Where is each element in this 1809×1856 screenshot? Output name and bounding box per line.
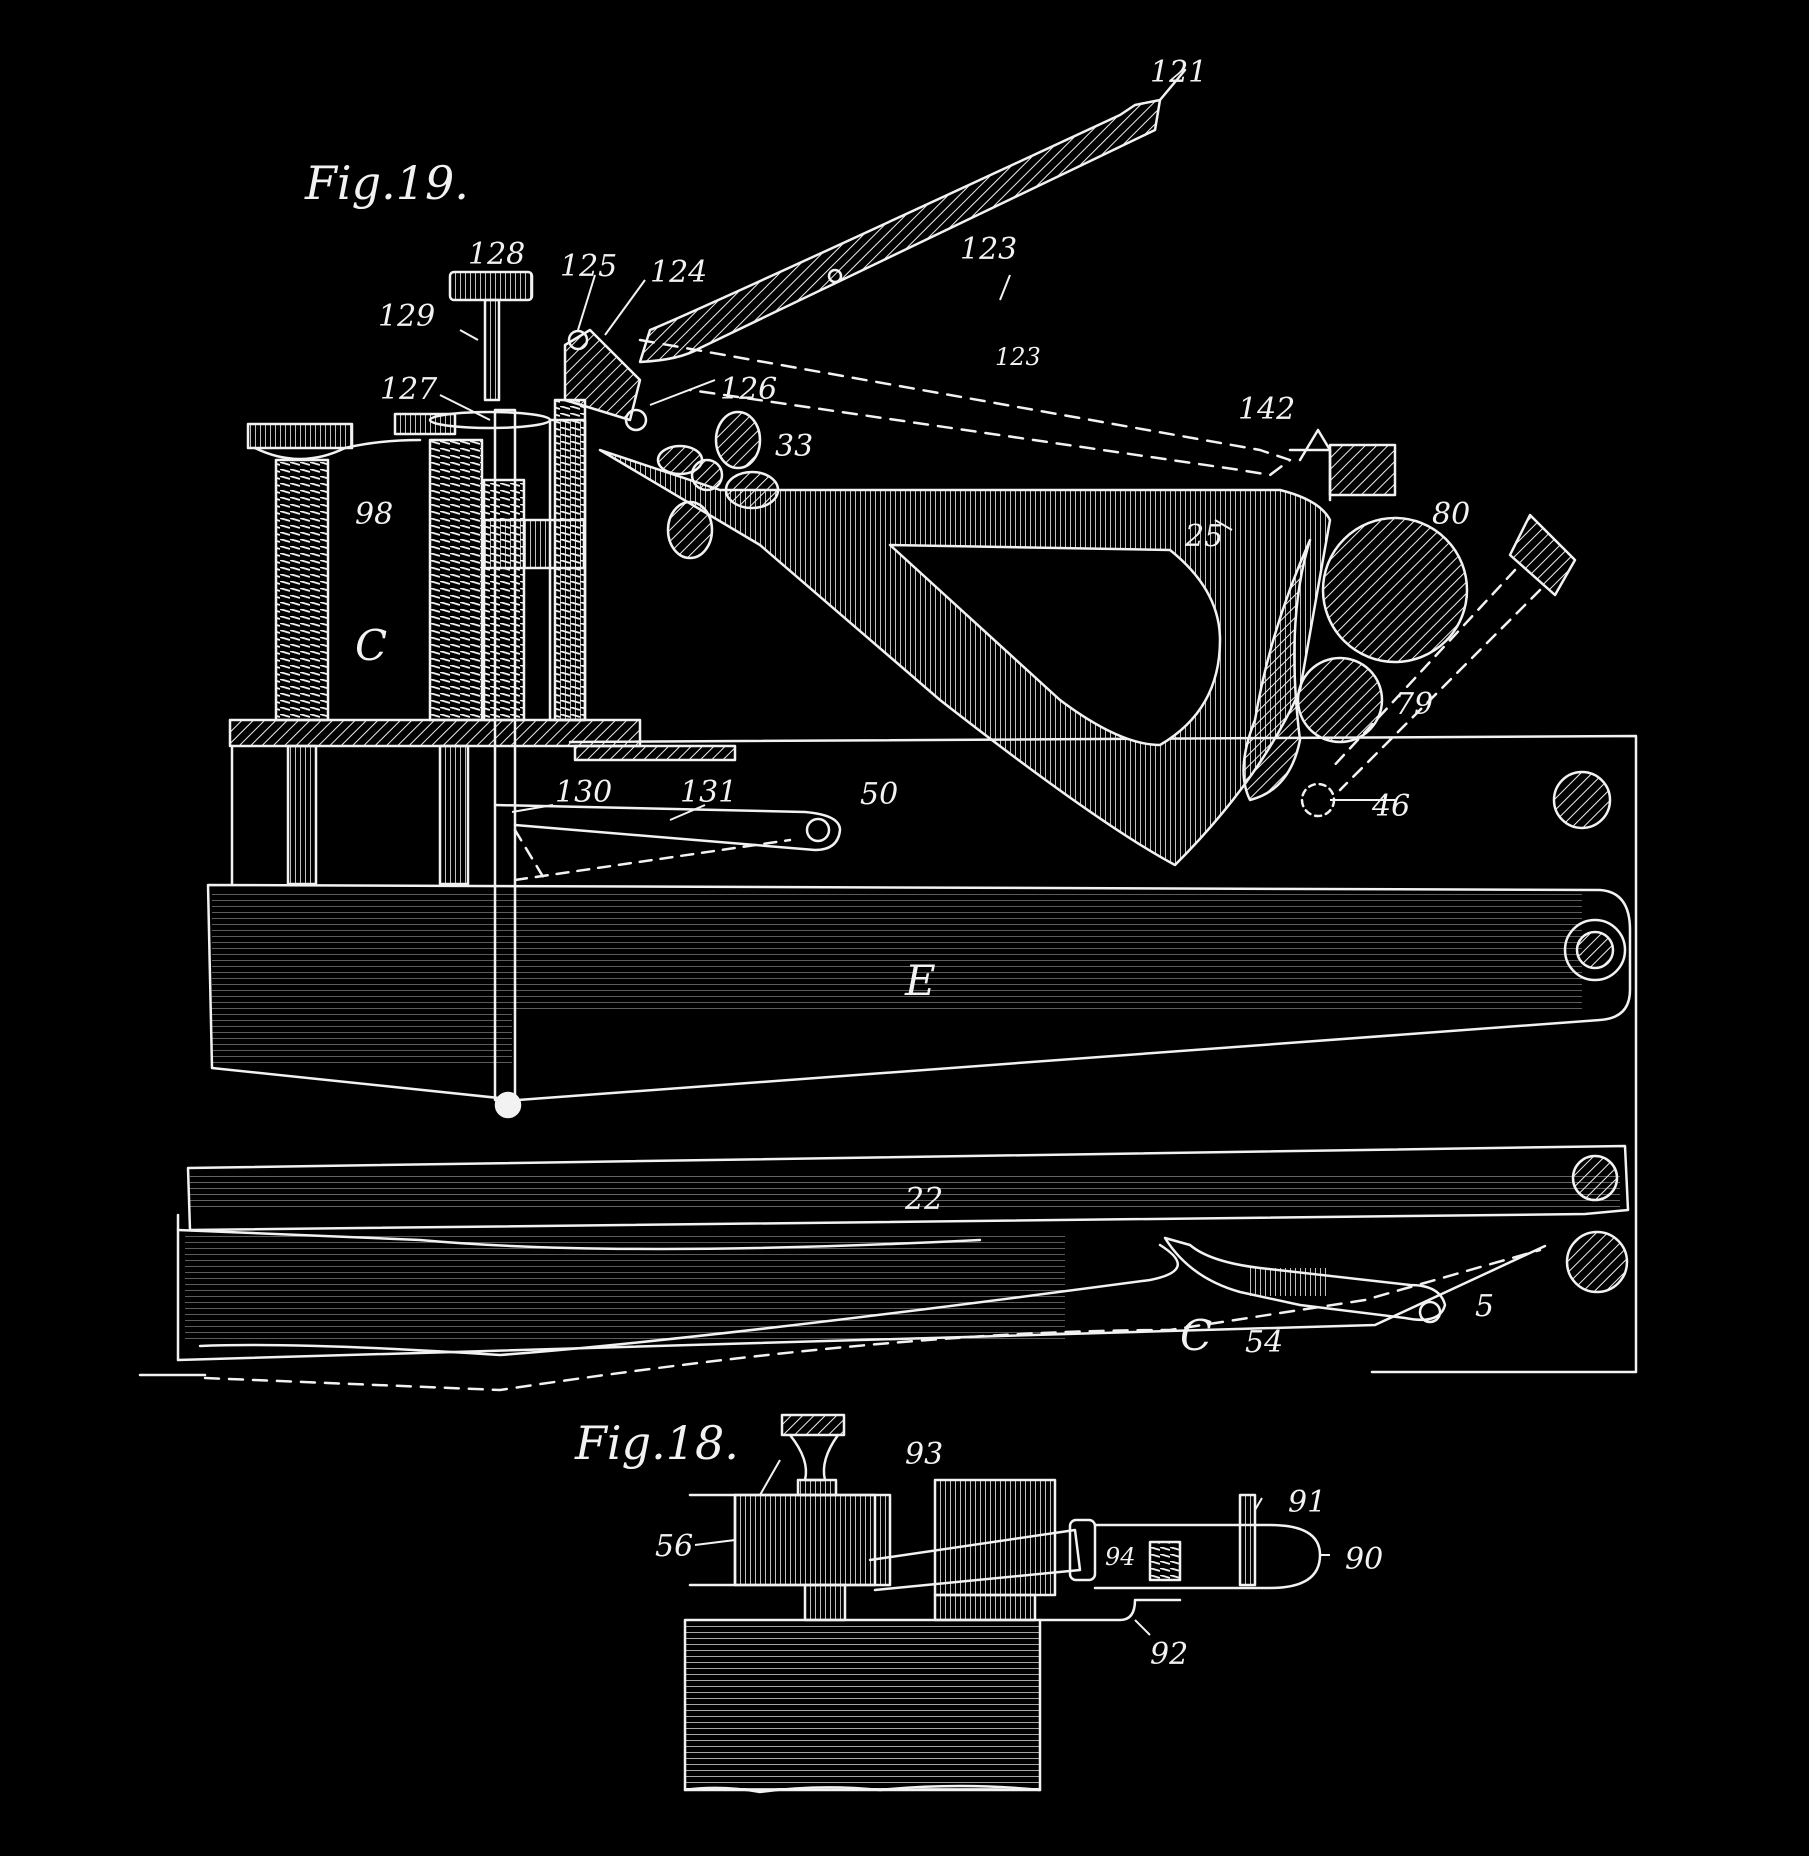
label-79: 79 — [1395, 687, 1434, 722]
lever-123-dashed — [638, 338, 1292, 477]
label-125: 125 — [560, 249, 618, 284]
knob-128 — [448, 270, 534, 302]
bar-e — [206, 883, 1632, 1102]
lever-123 — [638, 98, 1162, 364]
label-94: 94 — [1105, 1543, 1136, 1571]
label-131: 131 — [680, 775, 738, 810]
bolt-mid — [1575, 930, 1615, 970]
roller-79 — [1296, 656, 1384, 744]
roller-80 — [1321, 516, 1469, 664]
label-92: 92 — [1150, 1637, 1189, 1672]
label-e: E — [905, 956, 936, 1005]
bolt-c-left — [274, 458, 330, 722]
fig19-title: Fig.19. — [305, 156, 469, 210]
label-80: 80 — [1432, 497, 1471, 532]
label-56: 56 — [655, 1529, 694, 1564]
label-126: 126 — [720, 372, 778, 407]
label-93: 93 — [905, 1437, 944, 1472]
label-127: 127 — [380, 372, 438, 407]
label-50: 50 — [860, 777, 899, 812]
label-5: 5 — [1475, 1289, 1495, 1324]
label-c-upper: C — [355, 621, 388, 670]
label-123: 123 — [960, 232, 1018, 267]
bolt-lower — [1565, 1230, 1629, 1294]
bolt-top — [1552, 770, 1612, 830]
label-25: 25 — [1185, 519, 1224, 554]
knob-left — [246, 422, 354, 450]
label-129: 129 — [378, 299, 436, 334]
fig18-title: Fig.18. — [575, 1416, 739, 1470]
label-33: 33 — [775, 429, 814, 464]
label-98: 98 — [355, 497, 394, 532]
label-c-lower: C — [1180, 1311, 1213, 1360]
label-130: 130 — [555, 775, 613, 810]
lever-54 — [1163, 1236, 1447, 1322]
label-22: 22 — [905, 1182, 944, 1217]
label-121: 121 — [1150, 55, 1208, 90]
lever-131 — [493, 803, 842, 852]
label-124: 124 — [650, 255, 708, 290]
bolt-c-mid — [428, 438, 484, 722]
label-90: 90 — [1345, 1542, 1384, 1577]
label-91: 91 — [1288, 1485, 1327, 1520]
fig18-assembly — [683, 1413, 1322, 1794]
label-128: 128 — [468, 237, 526, 272]
base-plate — [228, 718, 642, 748]
label-54: 54 — [1245, 1325, 1284, 1360]
label-142: 142 — [1238, 392, 1296, 427]
label-46: 46 — [1372, 789, 1411, 824]
label-123-dashed: 123 — [995, 343, 1041, 371]
